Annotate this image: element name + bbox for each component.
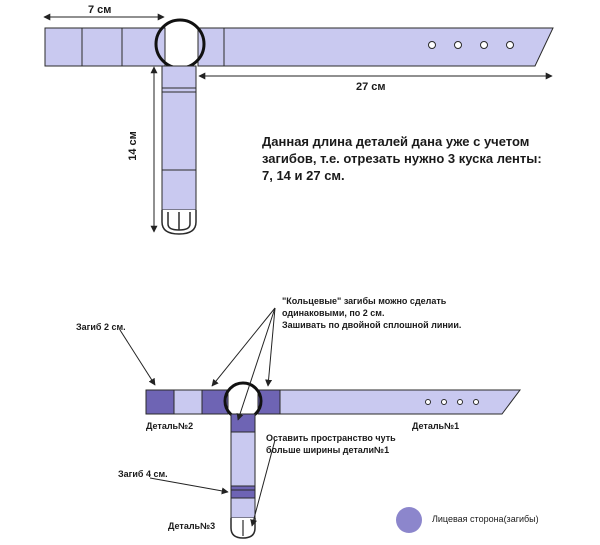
- ring-fold-line-3: Зашивать по двойной сплошной линии.: [282, 320, 462, 330]
- bottom-belt-assembly: [119, 307, 521, 539]
- top-belt-assembly: [43, 13, 554, 235]
- top-long-strap: [197, 27, 554, 67]
- fold-2cm-label: Загиб 2 см.: [76, 322, 126, 332]
- arrow-fold-4cm: [149, 477, 229, 495]
- instruction-line-3: 7, 14 и 27 см.: [262, 168, 345, 183]
- top-left-strap: [44, 27, 166, 67]
- space-note-line-2: больше ширины детали№1: [266, 445, 390, 455]
- part2-label: Деталь№2: [146, 421, 194, 431]
- part2-strap: [145, 389, 229, 415]
- dim-label-27cm: 27 см: [356, 81, 386, 93]
- arrow-ring-fold-1: [211, 307, 276, 387]
- dim-label-14cm: 14 см: [126, 131, 139, 161]
- arrow-fold-2cm: [119, 329, 156, 386]
- arrow-space: [250, 439, 276, 527]
- part3-label: Деталь№3: [168, 521, 216, 531]
- top-vertical-strap: [161, 65, 197, 235]
- ring-fold-line-2: одинаковыми, по 2 см.: [282, 308, 385, 318]
- arrow-ring-fold-2: [236, 307, 276, 421]
- part1-label: Деталь№1: [412, 421, 460, 431]
- instruction-line-2: загибов, т.е. отрезать нужно 3 куска лен…: [262, 151, 542, 166]
- instruction-line-1: Данная длина деталей дана уже с учетом: [262, 134, 530, 149]
- ring-fold-line-1: "Кольцевые" загибы можно сделать: [282, 296, 447, 306]
- arrow-ring-fold-3: [265, 307, 276, 387]
- ring-fold-note: "Кольцевые" загибы можно сделать одинако…: [282, 295, 512, 331]
- legend-label: Лицевая сторона(загибы): [432, 514, 539, 524]
- space-note-line-1: Оставить пространство чуть: [266, 433, 396, 443]
- part1-strap: [257, 389, 521, 415]
- instruction-text: Данная длина деталей дана уже с учетом з…: [262, 133, 592, 184]
- legend-swatch: [396, 507, 422, 533]
- dim-label-7cm: 7 см: [88, 4, 112, 16]
- part3-strap: [230, 413, 256, 539]
- space-note: Оставить пространство чуть больше ширины…: [266, 432, 436, 456]
- fold-4cm-label: Загиб 4 см.: [118, 469, 168, 479]
